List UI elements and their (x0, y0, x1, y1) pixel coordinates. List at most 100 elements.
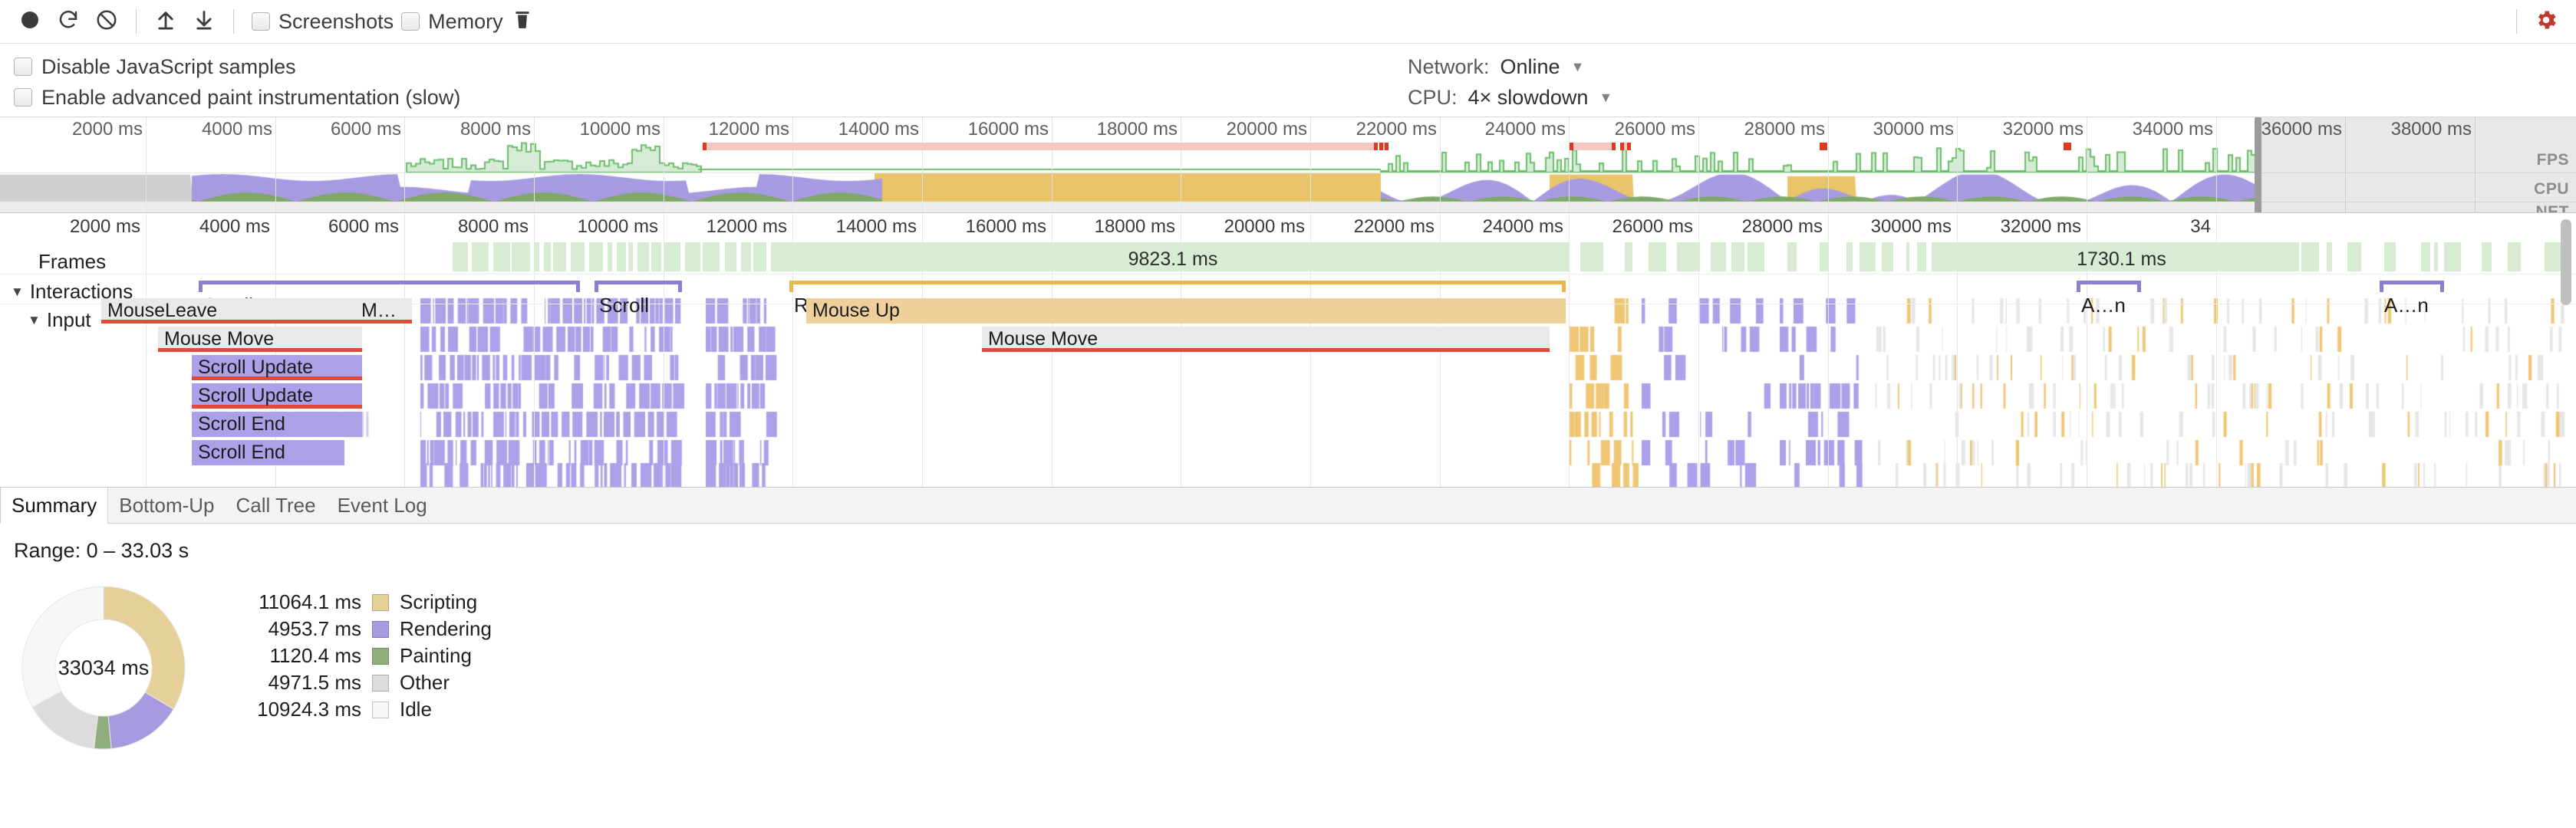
screenshots-checkbox-box[interactable] (252, 12, 270, 31)
interaction-bracket[interactable]: Scroll (199, 281, 580, 317)
frame-bar[interactable] (570, 242, 585, 271)
flame-event-bar[interactable]: Scroll End (192, 412, 362, 437)
frame-bar[interactable] (628, 242, 633, 271)
interaction-bracket[interactable]: A…n (2380, 281, 2444, 317)
disable-js-samples-box[interactable] (14, 58, 32, 76)
frame-bar[interactable] (2433, 242, 2439, 271)
frame-bar[interactable] (753, 242, 766, 271)
frame-bar-long[interactable] (777, 242, 1569, 271)
clear-recording-button[interactable] (87, 4, 126, 39)
memory-checkbox-box[interactable] (401, 12, 420, 31)
flame-event-bar[interactable]: Scroll Update (192, 355, 362, 380)
frame-bar[interactable] (493, 242, 510, 271)
frame-bar[interactable] (651, 242, 662, 271)
load-profile-button[interactable] (147, 4, 185, 39)
frame-bar[interactable] (608, 242, 612, 271)
tab-call-tree[interactable]: Call Tree (236, 493, 316, 517)
frame-bar[interactable] (1731, 242, 1745, 271)
frame-bar[interactable] (1859, 242, 1876, 271)
record-button[interactable] (11, 4, 49, 39)
interaction-bracket[interactable]: A…n (2077, 281, 2141, 317)
tab-event-log[interactable]: Event Log (337, 493, 427, 517)
advanced-paint-checkbox[interactable]: Enable advanced paint instrumentation (s… (14, 82, 460, 113)
flame-event-bar[interactable]: Scroll Update (192, 383, 362, 409)
memory-checkbox[interactable]: Memory (401, 10, 503, 34)
frame-bar[interactable] (453, 242, 468, 271)
frame-bar[interactable] (2383, 242, 2396, 271)
frame-bar[interactable] (664, 242, 681, 271)
frame-bar[interactable] (1580, 242, 1603, 271)
collect-garbage-button[interactable] (503, 4, 542, 39)
flame-event-bar[interactable]: Mouse Move (982, 327, 1550, 352)
donut-slice-idle[interactable] (21, 586, 104, 708)
disable-js-samples-checkbox[interactable]: Disable JavaScript samples (14, 51, 460, 82)
frame-bar[interactable] (512, 242, 531, 271)
frame-bar[interactable] (2326, 242, 2333, 271)
flame-group-interactions[interactable]: ▼ Interactions (11, 280, 133, 304)
frame-bar[interactable] (2301, 242, 2320, 271)
flame-event-bar[interactable]: Scroll End (192, 440, 344, 465)
flame-event-bar[interactable]: Mouse Move (158, 327, 362, 352)
interaction-bracket[interactable]: Scroll (595, 281, 682, 317)
chevron-down-icon[interactable]: ▼ (1599, 89, 1613, 105)
capture-settings-button[interactable] (2527, 4, 2565, 39)
frame-bar[interactable] (741, 242, 751, 271)
save-profile-button[interactable] (185, 4, 223, 39)
frame-bar[interactable] (1906, 242, 1909, 271)
frame-bar[interactable] (1846, 242, 1853, 271)
frame-bar[interactable] (2444, 242, 2461, 271)
network-select-value[interactable]: Online (1500, 54, 1560, 78)
flame-event-bar[interactable]: M… (355, 298, 412, 324)
frame-bar[interactable] (1710, 242, 1726, 271)
activity-donut-chart[interactable]: 33034 ms (15, 580, 192, 756)
frame-bar[interactable] (2482, 242, 2492, 271)
frame-bar[interactable] (1882, 242, 1893, 271)
reload-and-record-button[interactable] (49, 4, 87, 39)
flame-event-bar[interactable]: MouseLeave (101, 298, 389, 324)
frame-bar[interactable] (2421, 242, 2431, 271)
frame-bar[interactable] (637, 242, 650, 271)
frame-bar[interactable] (2347, 242, 2361, 271)
frame-bar[interactable] (725, 242, 736, 271)
flame-group-input[interactable]: ▼ Input (28, 308, 91, 332)
overview-tick-label: 34000 ms (2132, 119, 2213, 140)
frame-bar[interactable] (552, 242, 567, 271)
advanced-paint-box[interactable] (14, 88, 32, 107)
screenshots-checkbox[interactable]: Screenshots (252, 10, 394, 34)
frame-bar[interactable] (703, 242, 720, 271)
frame-bar[interactable] (1819, 242, 1830, 271)
frame-bar-long[interactable] (1944, 242, 2299, 271)
range-text: Range: 0 – 33.03 s (14, 539, 189, 562)
chevron-down-icon[interactable]: ▼ (1570, 58, 1585, 74)
tab-summary[interactable]: Summary (0, 488, 109, 524)
flame-event-bar[interactable]: Mouse Up (806, 298, 1566, 324)
frame-bar[interactable] (589, 242, 603, 271)
tab-bottom-up[interactable]: Bottom-Up (119, 493, 215, 517)
donut-slice-scripting[interactable] (103, 586, 186, 710)
frame-bar[interactable] (2545, 242, 2561, 271)
frame-bar[interactable] (533, 242, 540, 271)
overview-selection-handle-right[interactable] (2255, 117, 2261, 212)
frame-bar[interactable] (616, 242, 627, 271)
frame-bar[interactable] (472, 242, 489, 271)
frame-bar[interactable] (684, 242, 700, 271)
frame-bar[interactable] (543, 242, 551, 271)
frame-bar[interactable] (1748, 242, 1765, 271)
frame-bar[interactable] (1649, 242, 1667, 271)
flame-chart-vertical-scrollbar[interactable] (2561, 219, 2571, 305)
frame-bar[interactable] (2508, 242, 2521, 271)
frame-bar[interactable] (1917, 242, 1926, 271)
flame-group-frames[interactable]: Frames (38, 250, 106, 274)
frame-bar[interactable] (1625, 242, 1632, 271)
frame-bar[interactable] (1787, 242, 1797, 271)
interaction-bracket[interactable]: Response (789, 281, 1566, 317)
cpu-select-value[interactable]: 4× slowdown (1468, 85, 1589, 109)
frame-bar[interactable] (1676, 242, 1701, 271)
